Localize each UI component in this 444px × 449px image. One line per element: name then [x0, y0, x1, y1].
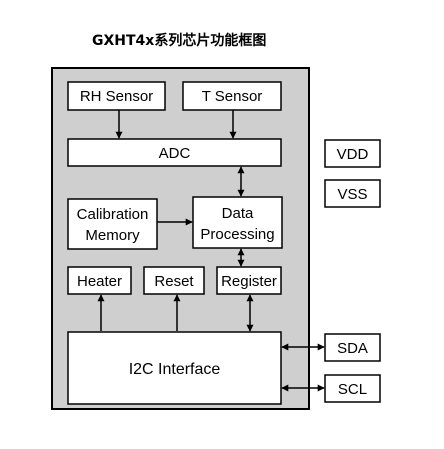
rh-sensor-block: RH Sensor: [67, 81, 166, 111]
adc-block: ADC: [67, 138, 282, 167]
vdd-pin: VDD: [324, 139, 381, 168]
calibration-memory-block: Calibration Memory: [67, 198, 158, 250]
adc-label: ADC: [159, 145, 191, 162]
scl-label: SCL: [338, 381, 367, 398]
heater-block: Heater: [67, 266, 132, 295]
scl-pin: SCL: [324, 374, 381, 403]
register-label: Register: [221, 273, 277, 290]
vdd-label: VDD: [337, 146, 369, 163]
data-processing-block: Data Processing: [192, 196, 283, 249]
sda-label: SDA: [337, 340, 368, 357]
t-sensor-label: T Sensor: [202, 88, 263, 105]
reset-label: Reset: [154, 273, 194, 290]
rh-sensor-label: RH Sensor: [80, 88, 153, 105]
register-block: Register: [216, 266, 282, 295]
i2c-interface-label: I2C Interface: [129, 361, 221, 378]
diagram-title: GXHT4x系列芯片功能框图: [92, 32, 266, 49]
heater-label: Heater: [77, 273, 122, 290]
processing-label-line1: Data: [222, 205, 254, 222]
reset-block: Reset: [143, 266, 205, 295]
vss-label: VSS: [337, 186, 367, 203]
t-sensor-block: T Sensor: [182, 81, 282, 111]
calibration-label-line2: Memory: [85, 227, 140, 244]
vss-pin: VSS: [324, 179, 381, 208]
sda-pin: SDA: [324, 333, 381, 362]
processing-label-line2: Processing: [200, 226, 274, 243]
i2c-interface-block: I2C Interface: [67, 331, 282, 405]
calibration-label-line1: Calibration: [77, 206, 149, 223]
